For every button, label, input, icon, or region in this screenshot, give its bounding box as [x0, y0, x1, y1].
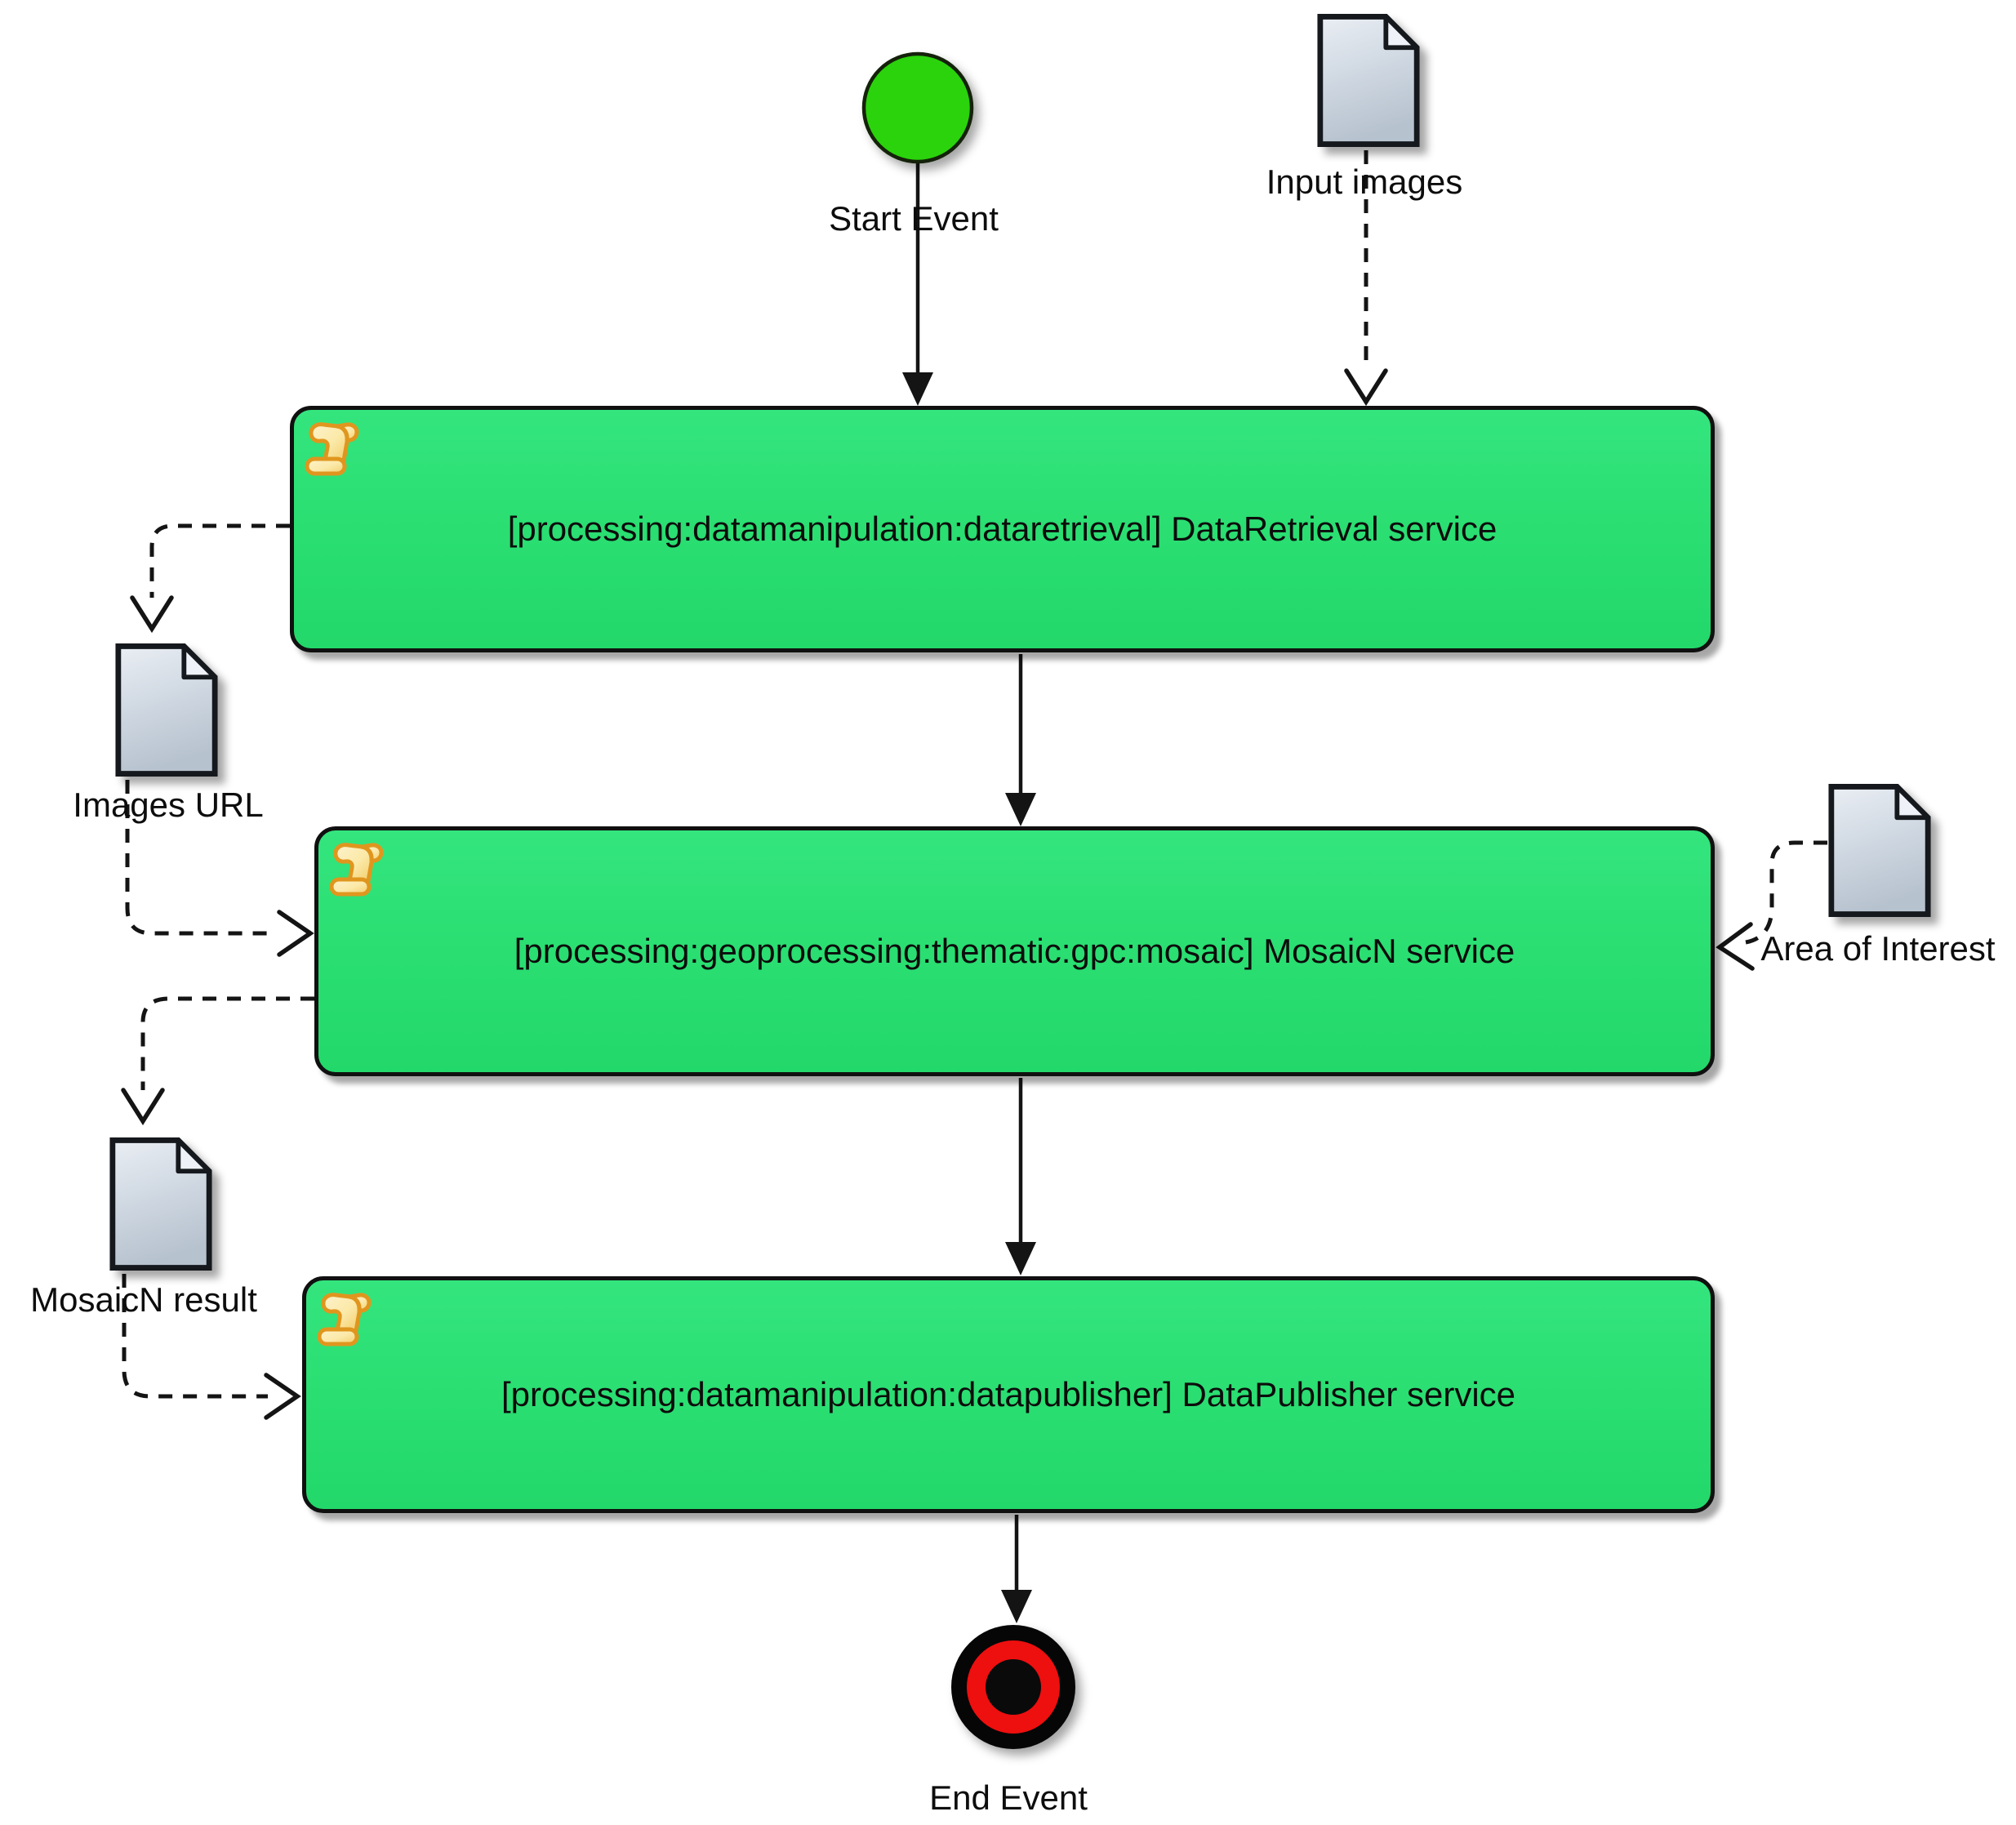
document-icon: [109, 1136, 213, 1272]
sequence-flow-datapublisher-to-end: [1001, 1515, 1032, 1623]
data-association-mosaicn-to-mosaicnresult: [121, 996, 314, 1126]
document-area-of-interest[interactable]: [1827, 782, 1932, 923]
sequence-flow-start-to-dataretrieval: [902, 163, 933, 406]
document-images-url[interactable]: [114, 642, 219, 782]
end-event[interactable]: [940, 1614, 1087, 1760]
task-datapublisher-service[interactable]: [processing:datamanipulation:datapublish…: [302, 1276, 1715, 1513]
task-dataretrieval-service[interactable]: [processing:datamanipulation:dataretriev…: [290, 406, 1715, 652]
script-scroll-icon: [317, 1291, 374, 1350]
data-association-areaofinterest-to-mosaicn: [1716, 840, 1827, 971]
task-mosaicn-label: [processing:geoprocessing:thematic:gpc:m…: [514, 932, 1515, 970]
data-association-dataretrieval-to-imagesurl: [130, 523, 290, 634]
sequence-flow-mosaicn-to-datapublisher: [1005, 1078, 1036, 1275]
sequence-flow-dataretrieval-to-mosaicn: [1005, 654, 1036, 826]
document-images-url-label: Images URL: [73, 786, 264, 824]
data-association-inputimages-to-dataretrieval: [1344, 150, 1388, 407]
data-association-mosaicnresult-to-datapublisher: [122, 1274, 301, 1420]
script-scroll-icon: [329, 841, 386, 900]
data-association-imagesurl-to-mosaicn: [125, 780, 314, 957]
task-mosaicn-service[interactable]: [processing:geoprocessing:thematic:gpc:m…: [314, 826, 1715, 1076]
document-input-images[interactable]: [1316, 12, 1421, 153]
start-event[interactable]: [857, 47, 979, 169]
document-icon: [1827, 782, 1932, 919]
start-event-label: Start Event: [829, 199, 999, 238]
document-icon: [114, 642, 219, 778]
task-datapublisher-label: [processing:datamanipulation:datapublish…: [501, 1375, 1516, 1413]
end-event-label: End Event: [929, 1778, 1088, 1817]
document-mosaicn-result-label: MosaicN result: [30, 1280, 257, 1319]
task-dataretrieval-label: [processing:datamanipulation:dataretriev…: [507, 510, 1498, 548]
script-scroll-icon: [305, 421, 362, 479]
document-mosaicn-result[interactable]: [109, 1136, 213, 1276]
document-input-images-label: Input images: [1266, 162, 1463, 201]
document-icon: [1316, 12, 1421, 149]
document-area-of-interest-label: Area of Interest: [1760, 929, 1996, 968]
